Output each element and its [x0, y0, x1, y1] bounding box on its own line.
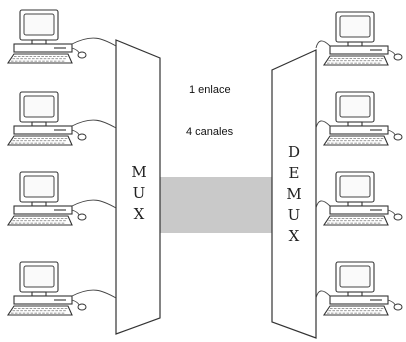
left-computer-2	[6, 91, 117, 146]
mouse-cable	[387, 129, 396, 136]
network-cable	[315, 40, 331, 49]
left-computer-3	[6, 171, 117, 226]
mouse-icon	[77, 303, 87, 311]
screen	[339, 15, 371, 38]
mouse-cable	[71, 47, 80, 54]
monitor-stand	[31, 291, 47, 297]
network-cable	[71, 37, 117, 47]
mouse-icon	[77, 51, 87, 59]
right-computer-2	[315, 91, 403, 146]
monitor-stand	[347, 41, 363, 47]
monitor-stand	[347, 121, 363, 127]
mouse-icon	[77, 213, 87, 221]
monitor-stand	[347, 201, 363, 207]
screen	[23, 95, 55, 118]
right-computer-4	[315, 261, 403, 316]
mux-letter: M	[131, 163, 146, 181]
mouse-icon	[393, 303, 403, 311]
mux-letter: U	[133, 184, 146, 202]
link-label: 1 enlace	[189, 84, 231, 96]
demux-letter: E	[289, 164, 300, 182]
demux-letter: M	[286, 185, 301, 203]
monitor-stand	[31, 39, 47, 45]
screen	[23, 13, 55, 36]
mux-label: M U X	[131, 163, 146, 223]
right-computer-1	[315, 11, 403, 66]
network-cable	[315, 290, 331, 299]
mouse-cable	[387, 49, 396, 56]
mouse-icon	[393, 133, 403, 141]
right-computer-3	[315, 171, 403, 226]
demux-device	[271, 49, 317, 339]
screen	[339, 265, 371, 288]
mouse-cable	[387, 299, 396, 306]
left-computer-1	[6, 9, 117, 64]
mux-letter: X	[134, 205, 145, 223]
screen	[339, 95, 371, 118]
mouse-cable	[71, 299, 80, 306]
screen	[23, 265, 55, 288]
mouse-icon	[77, 133, 87, 141]
mux-device	[115, 39, 161, 335]
mouse-cable	[387, 209, 396, 216]
monitor-stand	[347, 291, 363, 297]
mouse-cable	[71, 129, 80, 136]
demux-label: D E M U X	[286, 143, 301, 245]
network-cable	[315, 120, 331, 129]
monitor-stand	[31, 121, 47, 127]
network-cable	[71, 199, 117, 209]
left-computer-4	[6, 261, 117, 316]
demux-letter: X	[289, 227, 300, 245]
channels-label: 4 canales	[186, 126, 234, 138]
screen	[23, 175, 55, 198]
demux-letter: U	[288, 206, 301, 224]
link-band	[158, 177, 274, 233]
mouse-icon	[393, 53, 403, 61]
right-computers	[315, 11, 403, 316]
monitor-stand	[31, 201, 47, 207]
demux-letter: D	[288, 143, 300, 161]
network-cable	[71, 119, 117, 129]
network-cable	[71, 289, 117, 299]
mouse-icon	[393, 213, 403, 221]
left-computers	[6, 9, 117, 316]
mouse-cable	[71, 209, 80, 216]
network-cable	[315, 200, 331, 209]
screen	[339, 175, 371, 198]
